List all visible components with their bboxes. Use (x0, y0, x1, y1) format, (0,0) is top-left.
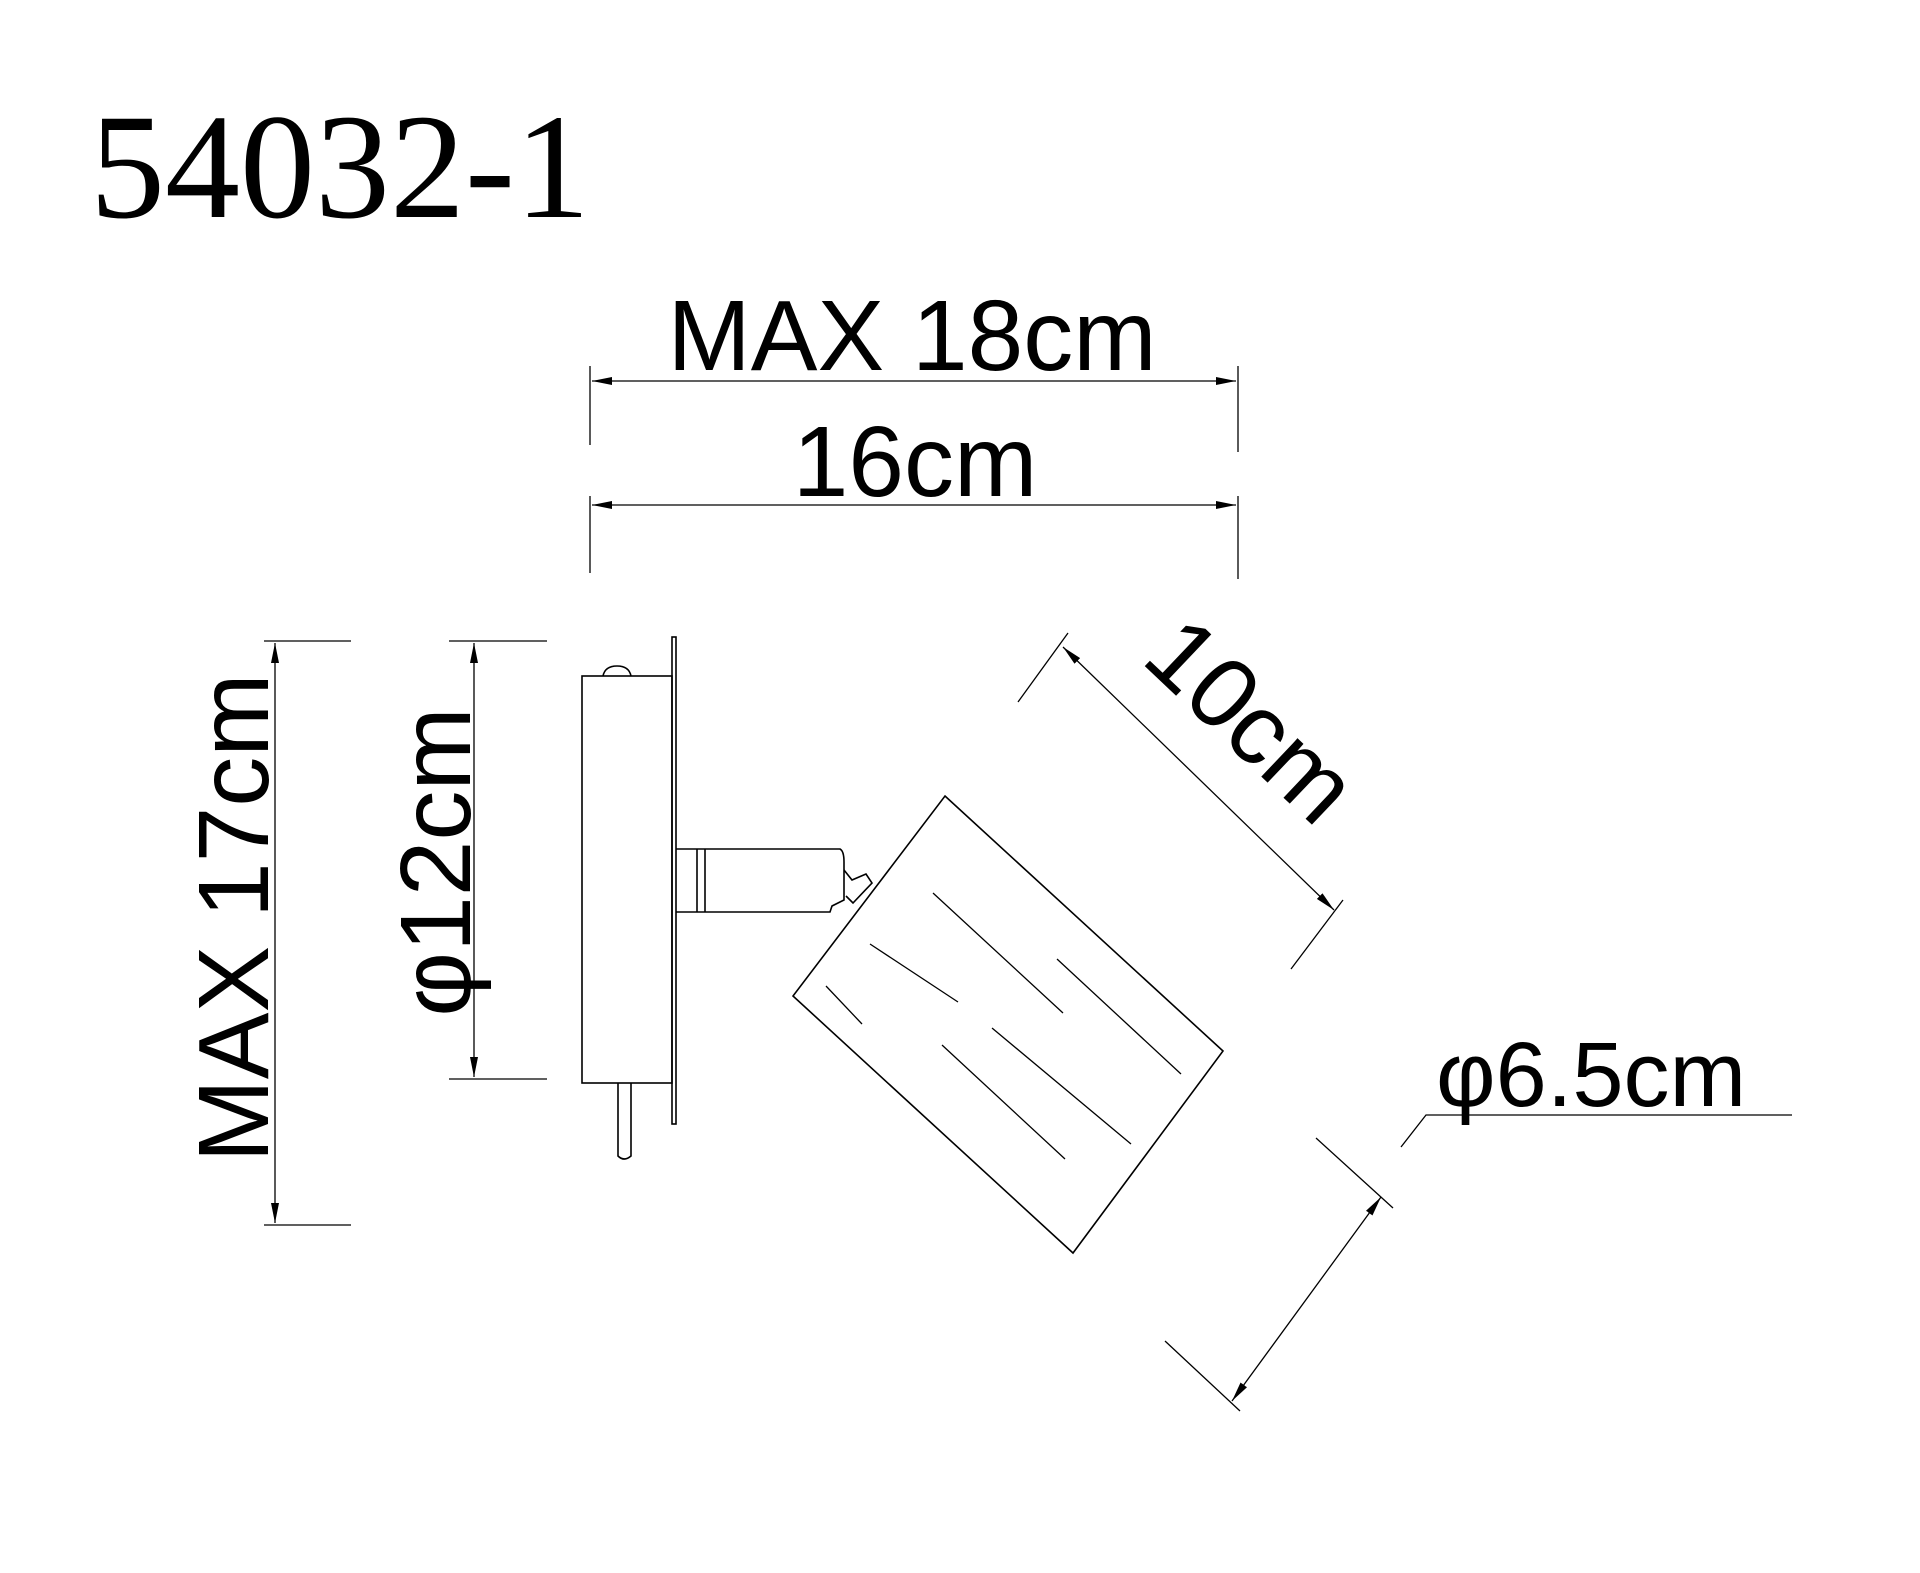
width-label: 16cm (793, 406, 1038, 518)
shade-diameter-dimension: φ6.5cm (1164, 1024, 1792, 1412)
width-dimension: 16cm (589, 406, 1239, 579)
plate-diameter-dimension: φ12cm (380, 640, 547, 1080)
lamp-drawing (581, 636, 1225, 1255)
max-width-label: MAX 18cm (667, 280, 1156, 392)
max-height-dimension: MAX 17cm (178, 640, 351, 1226)
max-width-dimension: MAX 18cm (589, 280, 1239, 452)
product-code-title: 54032-1 (90, 84, 590, 250)
max-height-label: MAX 17cm (178, 673, 290, 1162)
shade-diameter-label: φ6.5cm (1436, 1024, 1746, 1126)
plate-diameter-label: φ12cm (380, 707, 492, 1016)
shade-length-label: 10cm (1124, 596, 1378, 846)
